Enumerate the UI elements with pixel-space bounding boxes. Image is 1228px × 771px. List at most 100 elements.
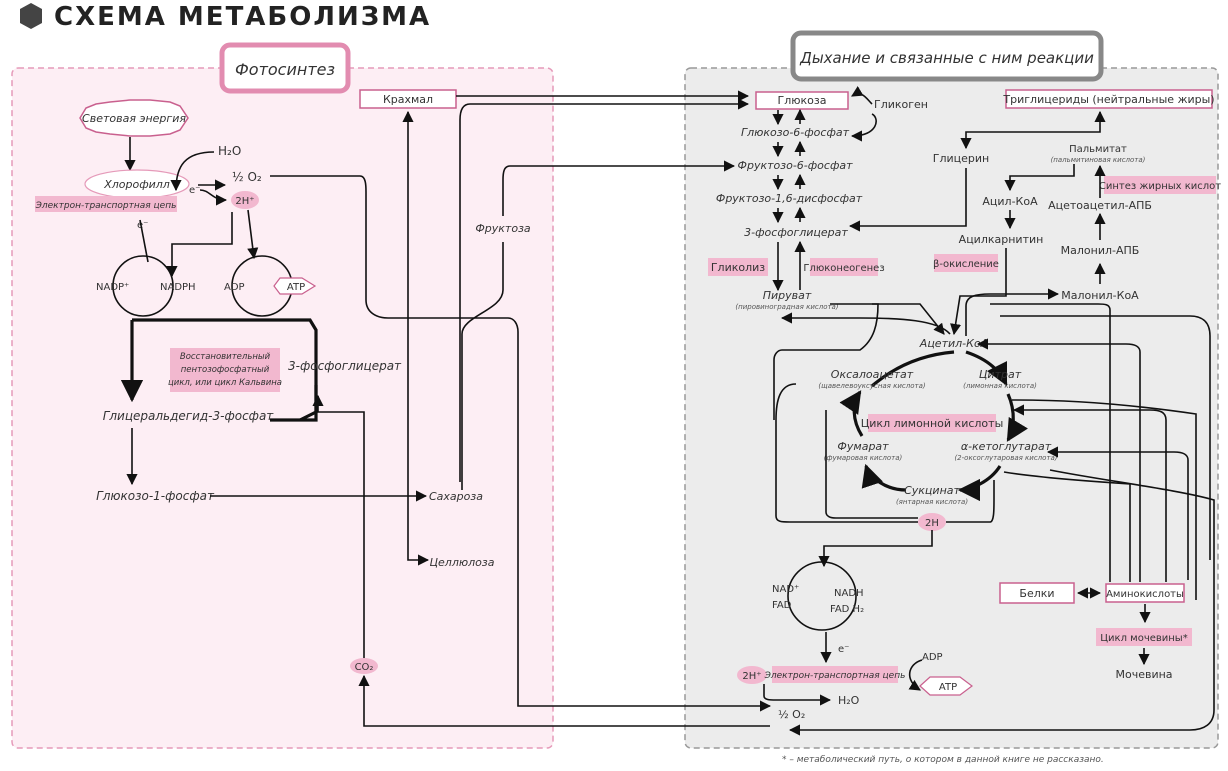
nadh-label: NADH [834,588,864,599]
pyruvate-label: Пируват [763,289,812,302]
resp-e-label: e⁻ [838,644,849,655]
co2-label: CO₂ [355,662,374,673]
photo-adp-label: ADP [224,282,245,293]
cellulose-label: Целлюлоза [430,556,495,569]
photo-etc-box [35,196,177,212]
co2-badge [350,658,378,674]
photo-2h-badge [231,191,259,209]
resp-o2-label: ½ O₂ [778,708,805,721]
citrate-label: Цитрат [979,368,1022,381]
fadh2-label: FAD H₂ [830,604,864,615]
resp-etc-box [772,666,898,683]
light-energy-burst [79,99,189,137]
proteins-label: Белки [1019,587,1054,600]
succinate-sub: (янтарная кислота) [896,498,968,506]
aminoacids-box [1105,583,1185,603]
nad-label: NAD⁺ [772,584,799,595]
photo-g1p: Глюкозо-1-фосфат [96,489,215,503]
fructose-label: Фруктоза [475,222,531,235]
tca-box [868,414,996,432]
glucose-label: Глюкоза [778,94,827,107]
urea-label: Мочевина [1115,668,1172,681]
citrate-sub: (лимонная кислота) [963,382,1037,390]
calvin-cycle-box [170,348,280,392]
triglycerides-box [1005,89,1213,109]
tca-2h-badge [918,513,946,531]
fumarate-label: Фумарат [837,440,889,453]
fas-label: Синтез жирных кислот [1099,181,1221,192]
photo-atp-burst [273,277,317,295]
fumarate-sub: (фумаровая кислота) [824,454,903,462]
akg-sub: (2-оксоглутаровая кислота) [954,454,1057,462]
photo-etc-label: Электрон-транспортная цепь [35,201,177,211]
light-energy-label: Световая энергия [82,112,186,125]
resp-2h-label: 2H⁺ [742,671,761,682]
acetylcoa-label: Ацетил-КоА [919,337,988,350]
calvin-line-3: цикл, или цикл Кальвина [168,378,282,388]
photosynthesis-panel [11,67,554,749]
akg-label: α-кетоглутарат [961,440,1052,453]
photo-e-2: e⁻ [137,220,148,231]
resp-adp-label: ADP [922,652,943,663]
betaox-box [934,254,998,272]
glycogen-label: Гликоген [874,98,928,111]
chlorophyll-label: Хлорофилл [103,178,170,191]
glycolysis-box [708,258,768,276]
resp-etc-label: Электрон-транспортная цепь [764,671,906,681]
resp-atp-burst [919,676,973,696]
respiration-header [790,30,1104,82]
resp-h2o-label: H₂O [838,694,860,707]
starch-label: Крахмал [383,93,433,106]
footnote: * – метаболический путь, о котором в дан… [782,755,1104,765]
photosynthesis-header [219,42,351,94]
photo-pga: 3-фосфоглицерат [288,359,402,373]
gluconeogenesis-box [810,258,878,276]
betaox-label: β-окисление [933,259,999,270]
aminoacids-label: Аминокислоты [1106,589,1184,600]
glycolysis-label: Гликолиз [711,261,765,274]
resp-2h-badge [737,666,767,684]
g6p-label: Глюкозо-6-фосфат [741,126,850,139]
photosynthesis-title: Фотосинтез [235,60,335,79]
photo-g3p: Глицеральдегид-3-фосфат [103,409,275,423]
calvin-line-1: Восстановительный [180,352,271,362]
nadp-label: NADP⁺ [96,282,129,293]
fas-box [1104,176,1216,194]
malonylcoa-label: Малонил-КоА [1061,289,1139,302]
f16bp-label: Фруктозо-1,6-дисфосфат [716,192,863,205]
tca-2h-label: 2H [925,518,939,529]
palmitate-label: Пальмитат [1069,144,1127,155]
fad-label: FAD [772,600,792,611]
urea-cycle-label: Цикл мочевины* [1100,633,1187,644]
nadp-cycle [112,255,174,317]
acylcarnitine-label: Ацилкарнитин [959,233,1044,246]
photo-2h-label: 2H⁺ [235,196,254,207]
tca-label: Цикл лимонной кислоты [861,417,1004,430]
malonylacp-label: Малонил-АПБ [1061,244,1140,257]
resp-pga-label: 3-фосфоглицерат [744,226,848,239]
starch-box [359,89,457,109]
acetoacetyl-label: Ацетоацетил-АПБ [1048,199,1152,212]
pyruvate-sub: (пировиноградная кислота) [735,303,838,311]
nad-cycle [787,561,857,631]
photo-e-1: e⁻ [189,185,200,196]
photo-o2: ½ O₂ [232,170,262,184]
oxaloacetate-sub: (щавелевоуксусная кислота) [818,382,925,390]
photo-atp-label: ATP [287,282,305,293]
acylcoa-label: Ацил-КоА [982,195,1038,208]
palmitate-sub: (пальмитиновая кислота) [1051,156,1146,164]
f6p-label: Фруктозо-6-фосфат [738,159,854,172]
urea-cycle-box [1096,628,1192,646]
gluconeogenesis-label: Глюконеогенез [803,263,884,274]
succinate-label: Сукцинат [904,484,960,497]
resp-atp-label: ATP [939,682,957,693]
respiration-title: Дыхание и связанные с ним реакции [799,49,1094,67]
hexagon-icon [20,3,42,29]
oxaloacetate-label: Оксалоацетат [831,368,914,381]
nadph-label: NADPH [160,282,196,293]
proteins-box [999,582,1075,604]
calvin-line-2: пентозофосфатный [181,365,270,375]
sucrose-label: Сахароза [429,490,483,503]
photo-h2o: H₂O [218,144,241,158]
